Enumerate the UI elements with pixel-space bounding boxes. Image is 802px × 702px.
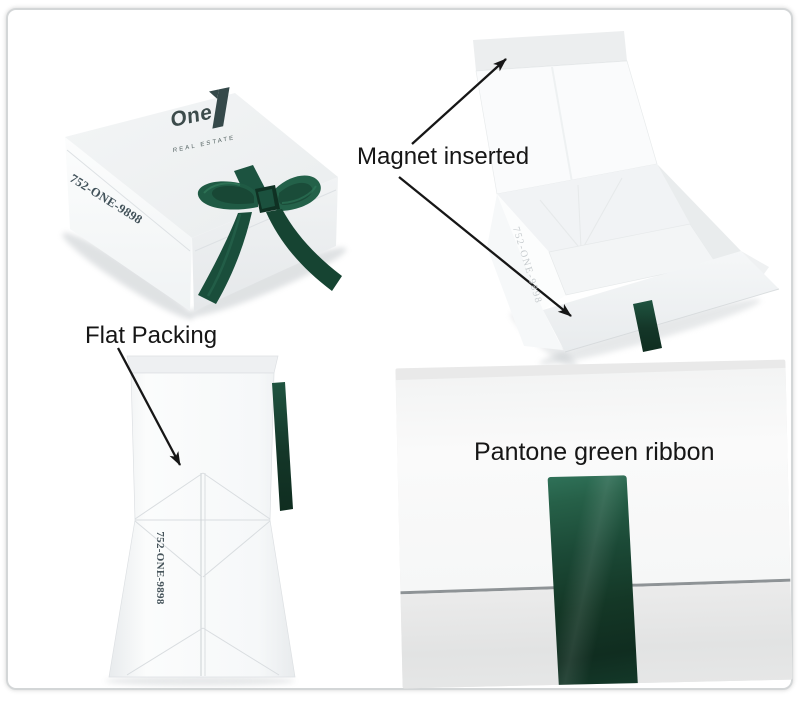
photo-ribbon-closeup	[395, 359, 793, 689]
pantone-ribbon-label: Pantone green ribbon	[474, 438, 715, 466]
collage-frame-border	[6, 8, 793, 690]
magnet-inserted-label: Magnet inserted	[357, 143, 530, 170]
closeup-green-ribbon	[547, 475, 639, 689]
phone-print-flat-pack: 752-ONE-9898	[154, 531, 166, 605]
flat-packing-label: Flat Packing	[85, 322, 218, 349]
brand-logo-one-icon	[212, 87, 230, 129]
